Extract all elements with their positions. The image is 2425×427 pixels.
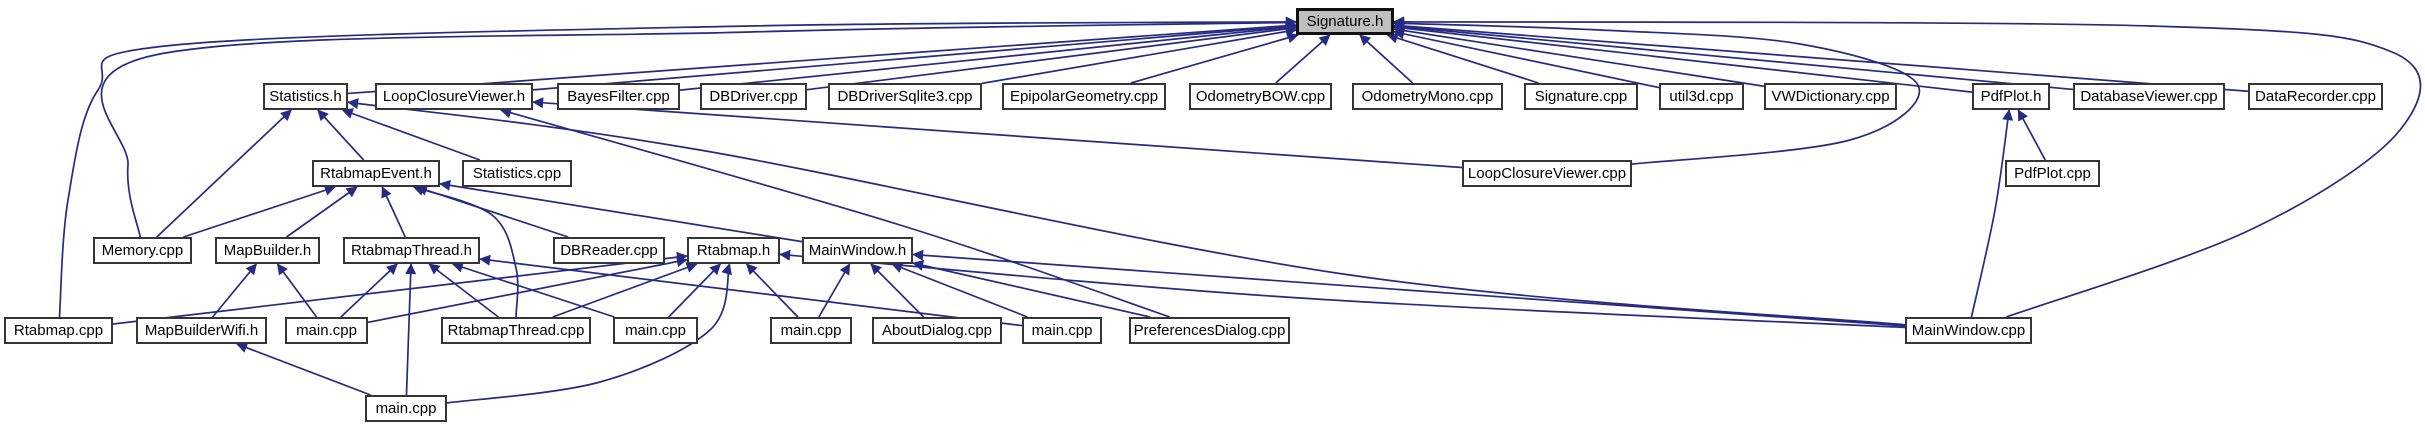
include-edge-mainwindow_cpp-to-pdfplot_h <box>1970 109 2014 318</box>
graph-node-databaseviewer_cpp[interactable]: DatabaseViewer.cpp <box>2073 83 2225 110</box>
include-edge-rtabmapthread_h-to-rtabmapevent_h <box>381 186 407 238</box>
graph-node-signature_cpp[interactable]: Signature.cpp <box>1524 83 1638 110</box>
include-edge-main_cpp_5-to-rtabmapthread_h <box>405 263 417 396</box>
graph-node-main_cpp_5[interactable]: main.cpp <box>365 395 447 422</box>
include-edge-memory_cpp-to-signature_h <box>100 17 1297 238</box>
graph-node-aboutdialog_cpp[interactable]: AboutDialog.cpp <box>872 317 1002 344</box>
include-edge-rtabmapthread_cpp-to-rtabmapthread_h <box>428 263 499 318</box>
include-edge-main_cpp_1-to-rtabmap_h <box>367 256 688 324</box>
include-edge-dbdriver_cpp-to-signature_h <box>806 23 1297 91</box>
include-edge-loopclosureviewer_h-to-signature_h <box>532 20 1297 91</box>
graph-node-rtabmap_h[interactable]: Rtabmap.h <box>687 237 780 264</box>
include-edge-pdfplot_cpp-to-pdfplot_h <box>2017 109 2046 161</box>
include-edge-rtabmapevent_h-to-statistics_h <box>317 109 365 161</box>
graph-node-statistics_cpp[interactable]: Statistics.cpp <box>462 160 572 187</box>
include-edge-loopclosureviewer_cpp-to-signature_h <box>1393 17 1921 165</box>
graph-node-main_cpp_3[interactable]: main.cpp <box>770 317 852 344</box>
graph-node-epipolargeometry_cpp[interactable]: EpipolarGeometry.cpp <box>1002 83 1166 110</box>
include-edge-mapbuilder_h-to-rtabmapevent_h <box>286 186 358 238</box>
graph-node-loopclosureviewer_cpp[interactable]: LoopClosureViewer.cpp <box>1462 160 1632 187</box>
include-edge-preferencesdialog_cpp-to-mainwindow_h <box>912 259 1151 318</box>
include-edge-dbdriversqlite3_cpp-to-signature_h <box>981 26 1297 85</box>
include-edge-signature_cpp-to-signature_h <box>1386 32 1539 84</box>
include-edge-mainwindow_cpp-to-rtabmap_h <box>779 249 1906 329</box>
include-edge-odometrybow_cpp-to-signature_h <box>1275 34 1331 84</box>
graph-node-rtabmapevent_h[interactable]: RtabmapEvent.h <box>312 160 440 187</box>
include-edge-rtabmapthread_cpp-to-rtabmap_h <box>552 262 698 318</box>
include-edge-databaseviewer_cpp-to-signature_h <box>1393 21 2074 91</box>
graph-node-mainwindow_cpp[interactable]: MainWindow.cpp <box>1905 317 2032 344</box>
graph-node-vwdictionary_cpp[interactable]: VWDictionary.cpp <box>1764 83 1897 110</box>
include-edge-mapbuilderwifi_h-to-mapbuilder_h <box>211 263 258 318</box>
graph-node-dbreader_cpp[interactable]: DBReader.cpp <box>553 237 665 264</box>
include-edge-main_cpp_5-to-mapbuilderwifi_h <box>236 342 371 396</box>
graph-node-rtabmapthread_h[interactable]: RtabmapThread.h <box>343 237 480 264</box>
graph-node-main_cpp_2[interactable]: main.cpp <box>613 317 698 344</box>
include-edge-statistics_cpp-to-statistics_h <box>341 108 481 161</box>
graph-node-memory_cpp[interactable]: Memory.cpp <box>93 237 192 264</box>
graph-node-dbdriversqlite3_cpp[interactable]: DBDriverSqlite3.cpp <box>828 83 982 110</box>
include-edge-rtabmap_cpp-to-rtabmap_h <box>112 251 688 325</box>
include-edge-pdfplot_h-to-signature_h <box>1393 22 1973 93</box>
include-edge-preferencesdialog_cpp-to-loopclosureviewer_h <box>500 107 1171 318</box>
include-edge-loopclosureviewer_cpp-to-loopclosureviewer_h <box>532 97 1463 169</box>
include-edge-vwdictionary_cpp-to-signature_h <box>1393 25 1765 88</box>
include-edge-statistics_h-to-signature_h <box>347 20 1297 95</box>
include-edge-mainwindow_cpp-to-statistics_h <box>347 98 1906 326</box>
graph-node-dbdriver_cpp[interactable]: DBDriver.cpp <box>700 83 807 110</box>
include-edge-odometrymono_cpp-to-signature_h <box>1359 34 1414 84</box>
graph-node-main_cpp_1[interactable]: main.cpp <box>285 317 368 344</box>
graph-node-util3d_cpp[interactable]: util3d.cpp <box>1659 83 1744 110</box>
graph-node-odometrybow_cpp[interactable]: OdometryBOW.cpp <box>1189 83 1332 110</box>
graph-node-mainwindow_h[interactable]: MainWindow.h <box>802 237 913 264</box>
include-edge-mainwindow_cpp-to-signature_h <box>1393 16 2422 318</box>
include-edge-main_cpp_4-to-mainwindow_h <box>891 262 1028 318</box>
graph-node-pdfplot_h[interactable]: PdfPlot.h <box>1972 83 2050 110</box>
graph-node-loopclosureviewer_h[interactable]: LoopClosureViewer.h <box>375 83 533 110</box>
include-edge-aboutdialog_cpp-to-mainwindow_h <box>870 263 925 318</box>
include-edge-util3d_cpp-to-signature_h <box>1393 28 1660 89</box>
include-edge-memory_cpp-to-rtabmapevent_h <box>183 184 336 238</box>
include-edge-mainwindow_cpp-to-mainwindow_h <box>912 249 1906 327</box>
graph-node-statistics_h[interactable]: Statistics.h <box>263 83 348 110</box>
include-edge-rtabmap_cpp-to-signature_h <box>58 16 1297 318</box>
include-edge-datarecorder_cpp-to-signature_h <box>1393 20 2249 93</box>
graph-node-mapbuilder_h[interactable]: MapBuilder.h <box>215 237 320 264</box>
graph-node-rtabmapthread_cpp[interactable]: RtabmapThread.cpp <box>441 317 591 344</box>
graph-node-odometrymono_cpp[interactable]: OdometryMono.cpp <box>1352 83 1503 110</box>
include-edge-main_cpp_1-to-rtabmapthread_h <box>340 263 398 318</box>
graph-node-rtabmap_cpp[interactable]: Rtabmap.cpp <box>4 317 113 344</box>
include-edge-mainwindow_h-to-rtabmapevent_h <box>439 179 803 243</box>
include-edge-main_cpp_1-to-mapbuilder_h <box>276 263 318 318</box>
graph-node-mapbuilderwifi_h[interactable]: MapBuilderWifi.h <box>136 317 267 344</box>
include-edge-epipolargeometry_cpp-to-signature_h <box>1130 32 1299 84</box>
graph-node-datarecorder_cpp[interactable]: DataRecorder.cpp <box>2248 83 2383 110</box>
graph-node-preferencesdialog_cpp[interactable]: PreferencesDialog.cpp <box>1129 317 1290 344</box>
include-edge-main_cpp_3-to-mainwindow_h <box>818 263 851 318</box>
include-edge-bayesfilter_cpp-to-signature_h <box>679 22 1297 91</box>
graph-node-pdfplot_cpp[interactable]: PdfPlot.cpp <box>2005 160 2100 187</box>
graph-node-bayesfilter_cpp[interactable]: BayesFilter.cpp <box>557 83 680 110</box>
include-edge-main_cpp_3-to-rtabmap_h <box>745 263 799 318</box>
graph-node-signature_h: Signature.h <box>1296 8 1394 35</box>
include-edge-memory_cpp-to-statistics_h <box>156 109 292 238</box>
graph-node-main_cpp_4[interactable]: main.cpp <box>1022 317 1102 344</box>
include-edge-main_cpp_5-to-rtabmap_h <box>446 263 732 404</box>
include-edge-main_cpp_2-to-rtabmap_h <box>668 263 721 318</box>
